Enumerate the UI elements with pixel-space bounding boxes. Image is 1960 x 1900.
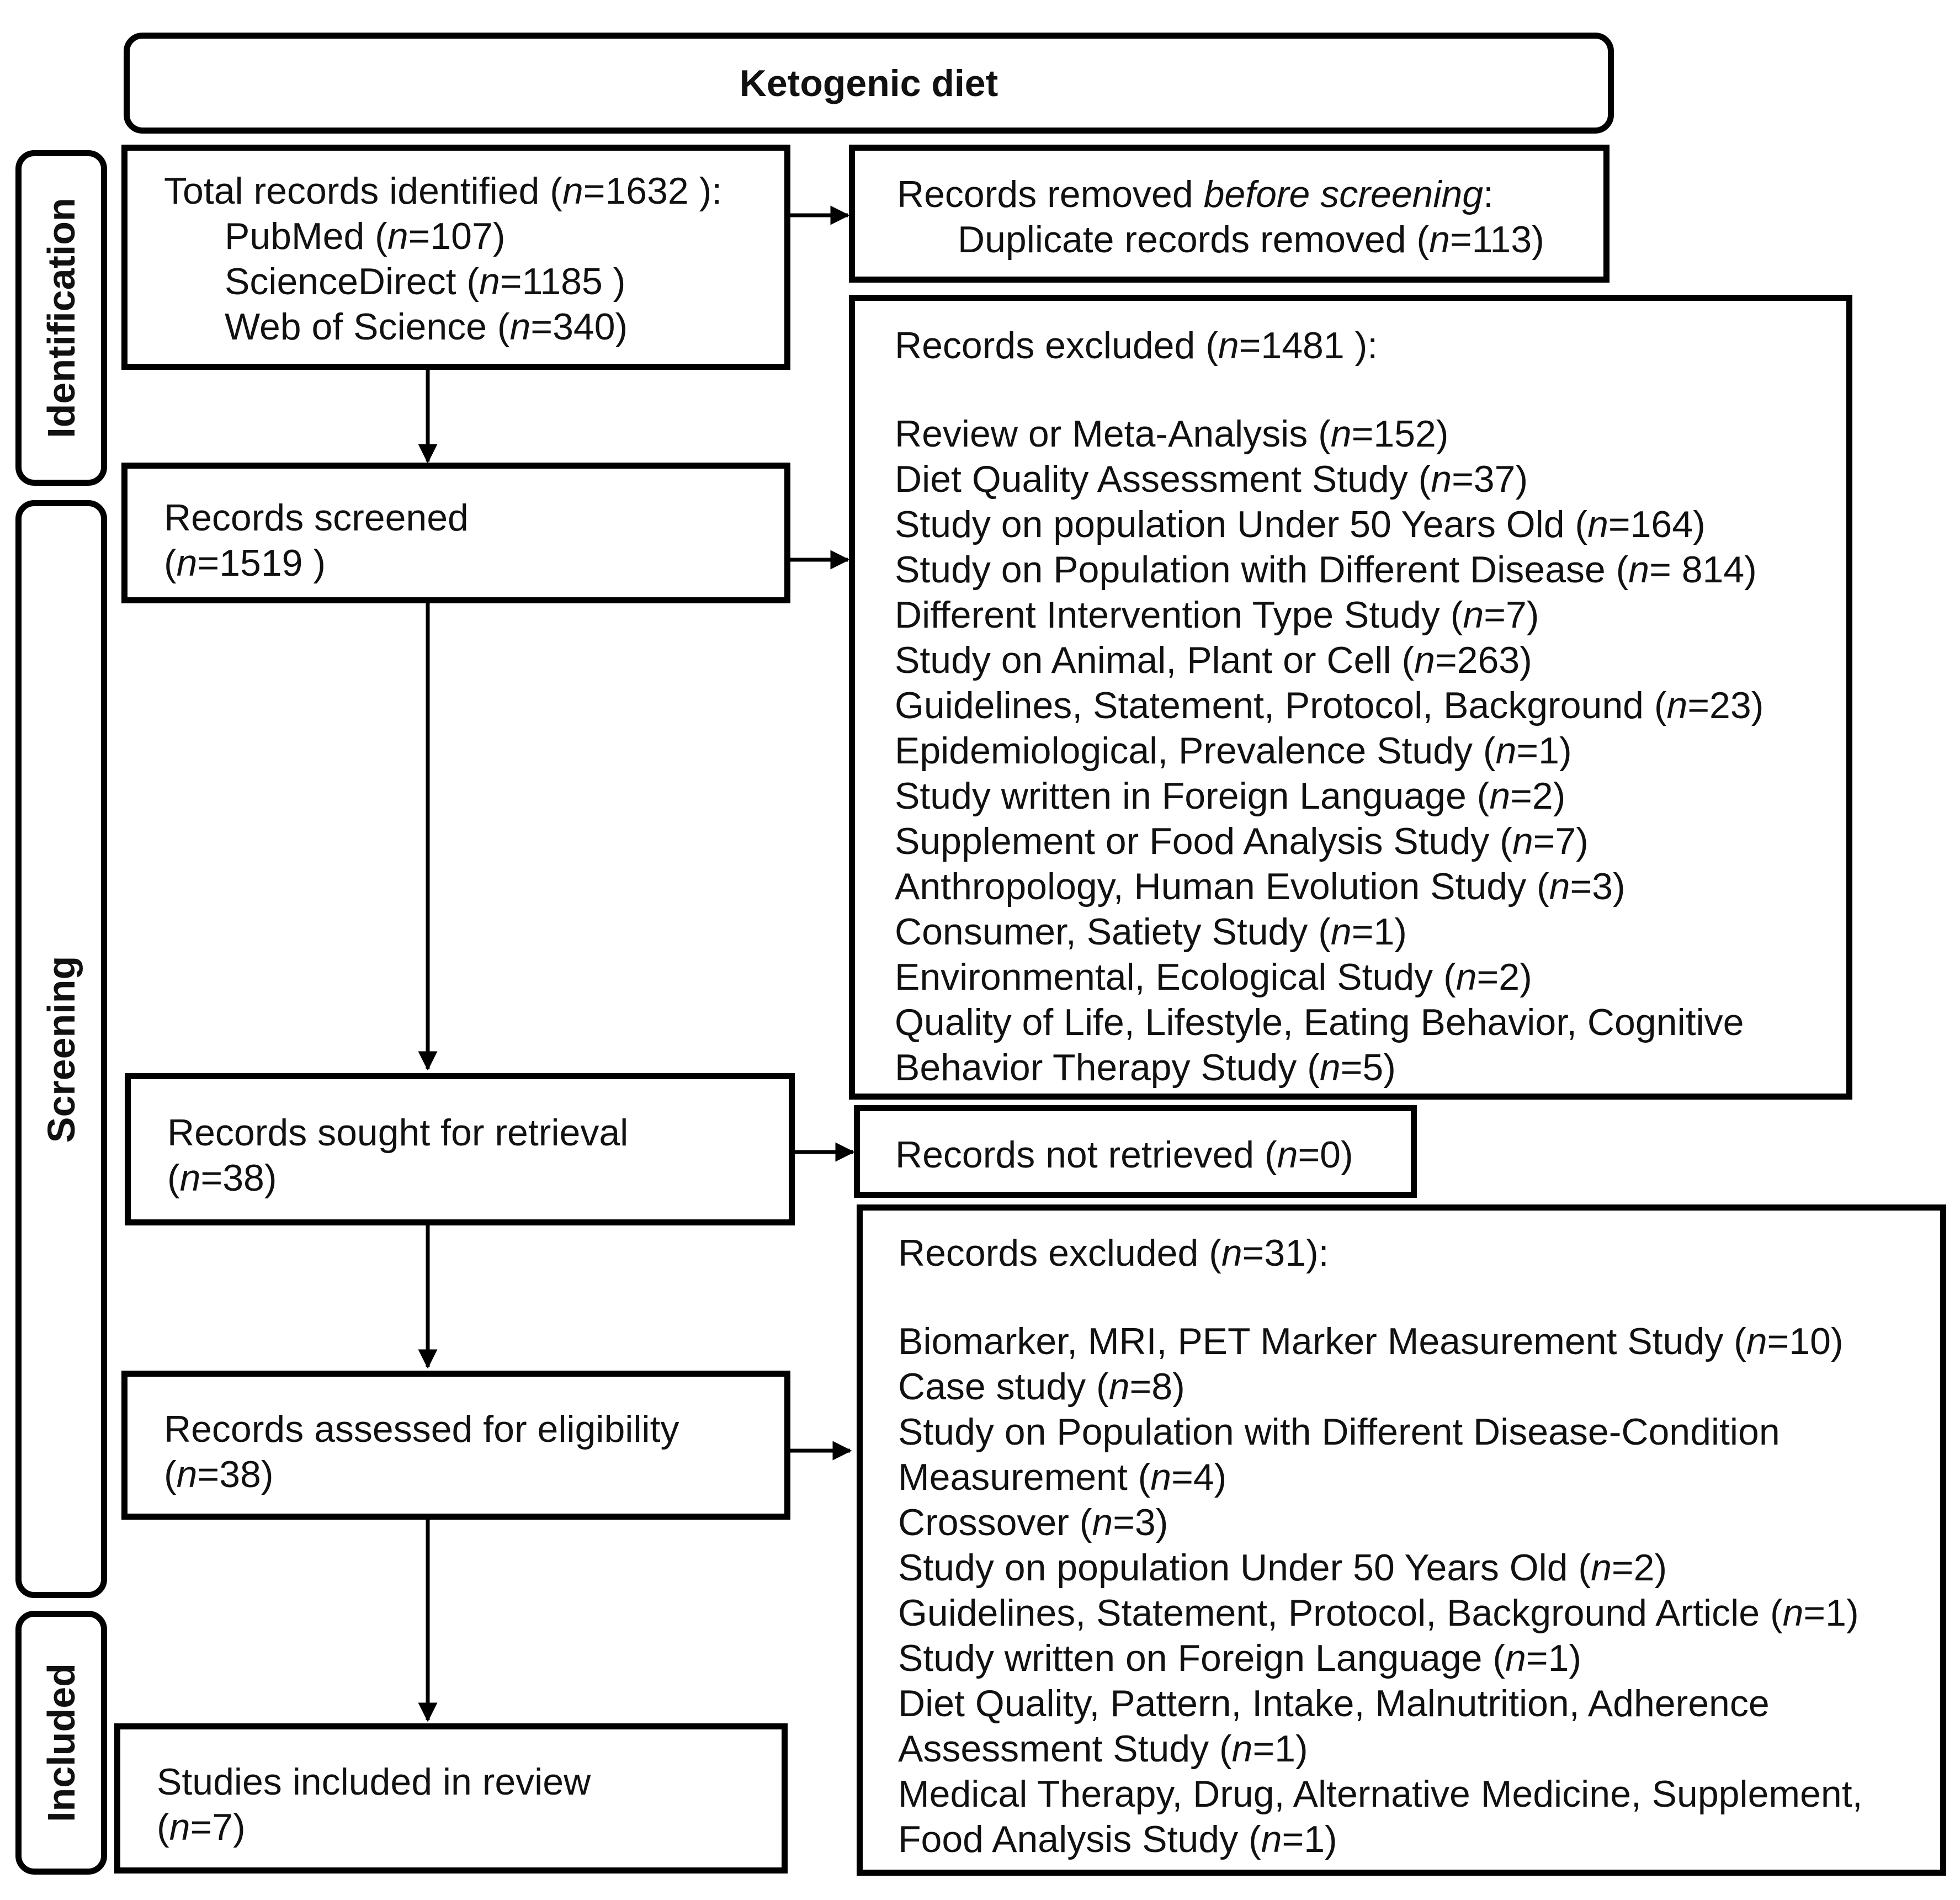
phase-identification-label: Identification [40,198,83,438]
included-box: Studies included in review (n=7) [114,1723,788,1874]
assessed-box: Records assessed for eligibility (n=38) [121,1371,790,1520]
excluded1-item: Study on Animal, Plant or Cell (n=263) [895,639,1532,681]
excluded2-item: Assessment Study (n=1) [898,1728,1308,1770]
excluded1-item: Behavior Therapy Study (n=5) [895,1047,1396,1089]
identified-total: Total records identified (n=1632 ): [164,170,723,212]
excluded2-item: Case study (n=8) [898,1366,1185,1408]
excluded1-item: Supplement or Food Analysis Study (n=7) [895,820,1589,862]
excluded2-item: Study on population Under 50 Years Old (… [898,1547,1667,1589]
sought-count: (n=38) [167,1157,277,1199]
excluded1-item: Study on Population with Different Disea… [895,549,1757,591]
assessed-label: Records assessed for eligibility [164,1408,679,1450]
excluded2-item: Measurement (n=4) [898,1456,1227,1498]
included-count: (n=7) [157,1806,246,1848]
excluded2-item: Crossover (n=3) [898,1501,1168,1543]
excluded1-box: Records excluded (n=1481 ): Review or Me… [849,295,1852,1100]
diagram-title-text: Ketogenic diet [739,62,998,104]
excluded2-item: Food Analysis Study (n=1) [898,1818,1337,1860]
phase-screening: Screening [15,500,107,1598]
included-label: Studies included in review [157,1761,591,1803]
excluded1-item: Study written in Foreign Language (n=2) [895,775,1566,817]
excluded2-box: Records excluded (n=31): Biomarker, MRI,… [857,1204,1946,1876]
excluded2-item: Biomarker, MRI, PET Marker Measurement S… [898,1320,1844,1362]
excluded1-item: Epidemiological, Prevalence Study (n=1) [895,730,1572,772]
phase-screening-label: Screening [40,956,83,1143]
excluded2-item: Study written on Foreign Language (n=1) [898,1637,1582,1679]
excluded2-item: Diet Quality, Pattern, Intake, Malnutrit… [898,1683,1770,1724]
excluded2-item: Medical Therapy, Drug, Alternative Medic… [898,1773,1863,1815]
excluded1-item: Study on population Under 50 Years Old (… [895,503,1706,545]
excluded2-item: Guidelines, Statement, Protocol, Backgro… [898,1592,1859,1634]
screened-count: (n=1519 ) [164,542,326,584]
not-retrieved-box: Records not retrieved (n=0) [854,1105,1417,1198]
diagram-title: Ketogenic diet [124,33,1614,134]
excluded1-item: Different Intervention Type Study (n=7) [895,594,1539,636]
sought-box: Records sought for retrieval (n=38) [125,1073,795,1225]
screened-label: Records screened [164,497,469,539]
excluded1-item: Consumer, Satiety Study (n=1) [895,911,1407,953]
duplicates-removed: Duplicate records removed (n=113) [958,219,1544,261]
screened-box: Records screened (n=1519 ) [121,463,790,603]
removed-label: Records removed before screening: [897,173,1494,215]
excluded1-header: Records excluded (n=1481 ): [895,325,1378,367]
excluded1-item: Guidelines, Statement, Protocol, Backgro… [895,684,1764,726]
phase-included: Included [15,1611,107,1875]
source-sciencedirect: ScienceDirect (n=1185 ) [225,261,626,302]
removed-box: Records removed before screening: Duplic… [849,145,1610,283]
source-web-of-science: Web of Science (n=340) [225,306,628,348]
excluded1-item: Anthropology, Human Evolution Study (n=3… [895,866,1626,907]
phase-identification: Identification [15,150,107,486]
assessed-count: (n=38) [164,1453,274,1495]
excluded2-item: Study on Population with Different Disea… [898,1411,1780,1453]
excluded1-item: Environmental, Ecological Study (n=2) [895,956,1532,998]
excluded1-item: Quality of Life, Lifestyle, Eating Behav… [895,1001,1744,1043]
excluded2-header: Records excluded (n=31): [898,1232,1329,1274]
sought-label: Records sought for retrieval [167,1112,629,1154]
source-pubmed: PubMed (n=107) [225,215,506,257]
excluded1-item: Diet Quality Assessment Study (n=37) [895,458,1528,500]
phase-included-label: Included [40,1663,83,1822]
identified-box: Total records identified (n=1632 ): PubM… [121,145,790,370]
excluded1-item: Review or Meta-Analysis (n=152) [895,413,1449,455]
not-retrieved-label: Records not retrieved (n=0) [895,1134,1353,1176]
